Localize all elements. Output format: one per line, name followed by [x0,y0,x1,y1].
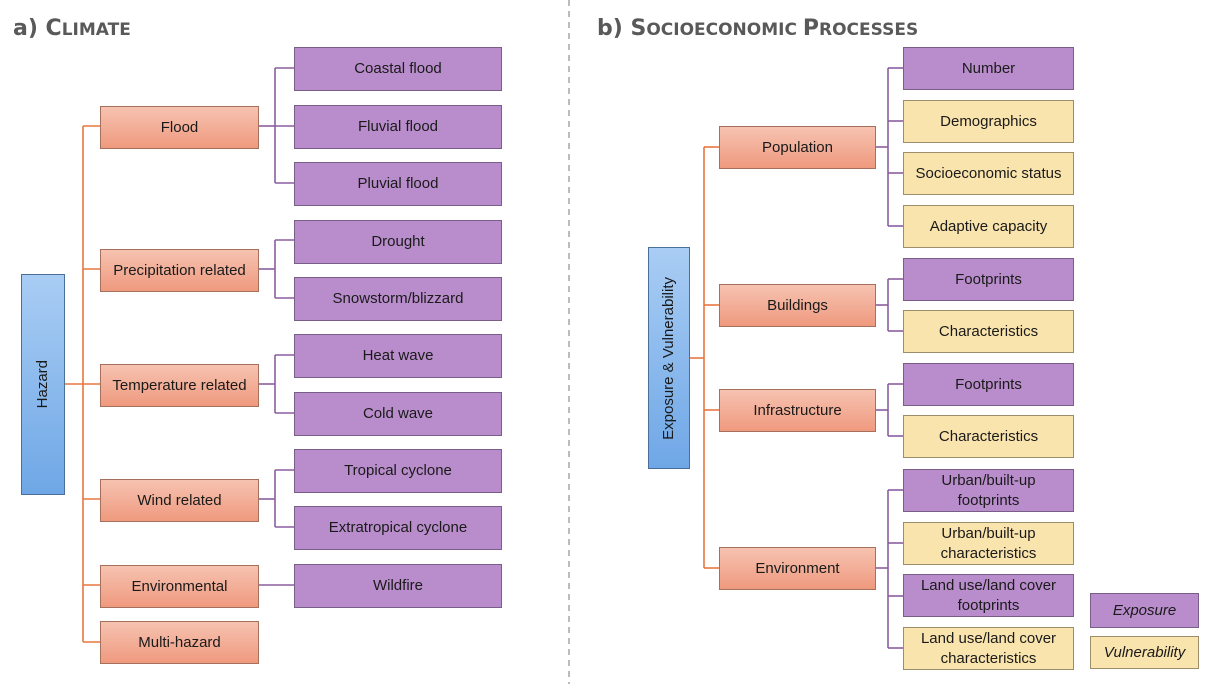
item-pluvial-flood: Pluvial flood [294,162,502,206]
item-land-use-characteristics: Land use/land cover characteristics [903,627,1074,670]
category-multi-hazard: Multi-hazard [100,621,259,664]
category-buildings: Buildings [719,284,876,327]
legend-vulnerability: Vulnerability [1090,636,1199,669]
hazard-root-node: Hazard [21,274,65,495]
category-environment: Environment [719,547,876,590]
item-buildings-footprints: Footprints [903,258,1074,301]
item-coastal-flood: Coastal flood [294,47,502,91]
category-infrastructure: Infrastructure [719,389,876,432]
item-fluvial-flood: Fluvial flood [294,105,502,149]
category-wind-related: Wind related [100,479,259,522]
item-socioeconomic-status: Socioeconomic status [903,152,1074,195]
climate-title: a) CLIMATE [13,16,131,41]
item-buildings-characteristics: Characteristics [903,310,1074,353]
item-demographics: Demographics [903,100,1074,143]
item-snowstorm-blizzard: Snowstorm/blizzard [294,277,502,321]
item-infrastructure-characteristics: Characteristics [903,415,1074,458]
item-land-use-footprints: Land use/land cover footprints [903,574,1074,617]
item-drought: Drought [294,220,502,264]
item-urban-builtup-footprints: Urban/built-up footprints [903,469,1074,512]
exposure-vulnerability-root-label: Exposure & Vulnerability [660,276,677,440]
item-number: Number [903,47,1074,90]
exposure-vulnerability-root-node: Exposure & Vulnerability [648,247,690,469]
category-environmental: Environmental [100,565,259,608]
category-precipitation-related: Precipitation related [100,249,259,292]
item-extratropical-cyclone: Extratropical cyclone [294,506,502,550]
item-tropical-cyclone: Tropical cyclone [294,449,502,493]
socioeconomic-title: b) SOCIOECONOMIC PROCESSES [597,16,919,41]
legend-exposure: Exposure [1090,593,1199,628]
item-infrastructure-footprints: Footprints [903,363,1074,406]
item-heat-wave: Heat wave [294,334,502,378]
item-wildfire: Wildfire [294,564,502,608]
hazard-root-label: Hazard [34,360,51,409]
item-cold-wave: Cold wave [294,392,502,436]
item-urban-builtup-characteristics: Urban/built-up characteristics [903,522,1074,565]
item-adaptive-capacity: Adaptive capacity [903,205,1074,248]
category-population: Population [719,126,876,169]
category-temperature-related: Temperature related [100,364,259,407]
category-flood: Flood [100,106,259,149]
